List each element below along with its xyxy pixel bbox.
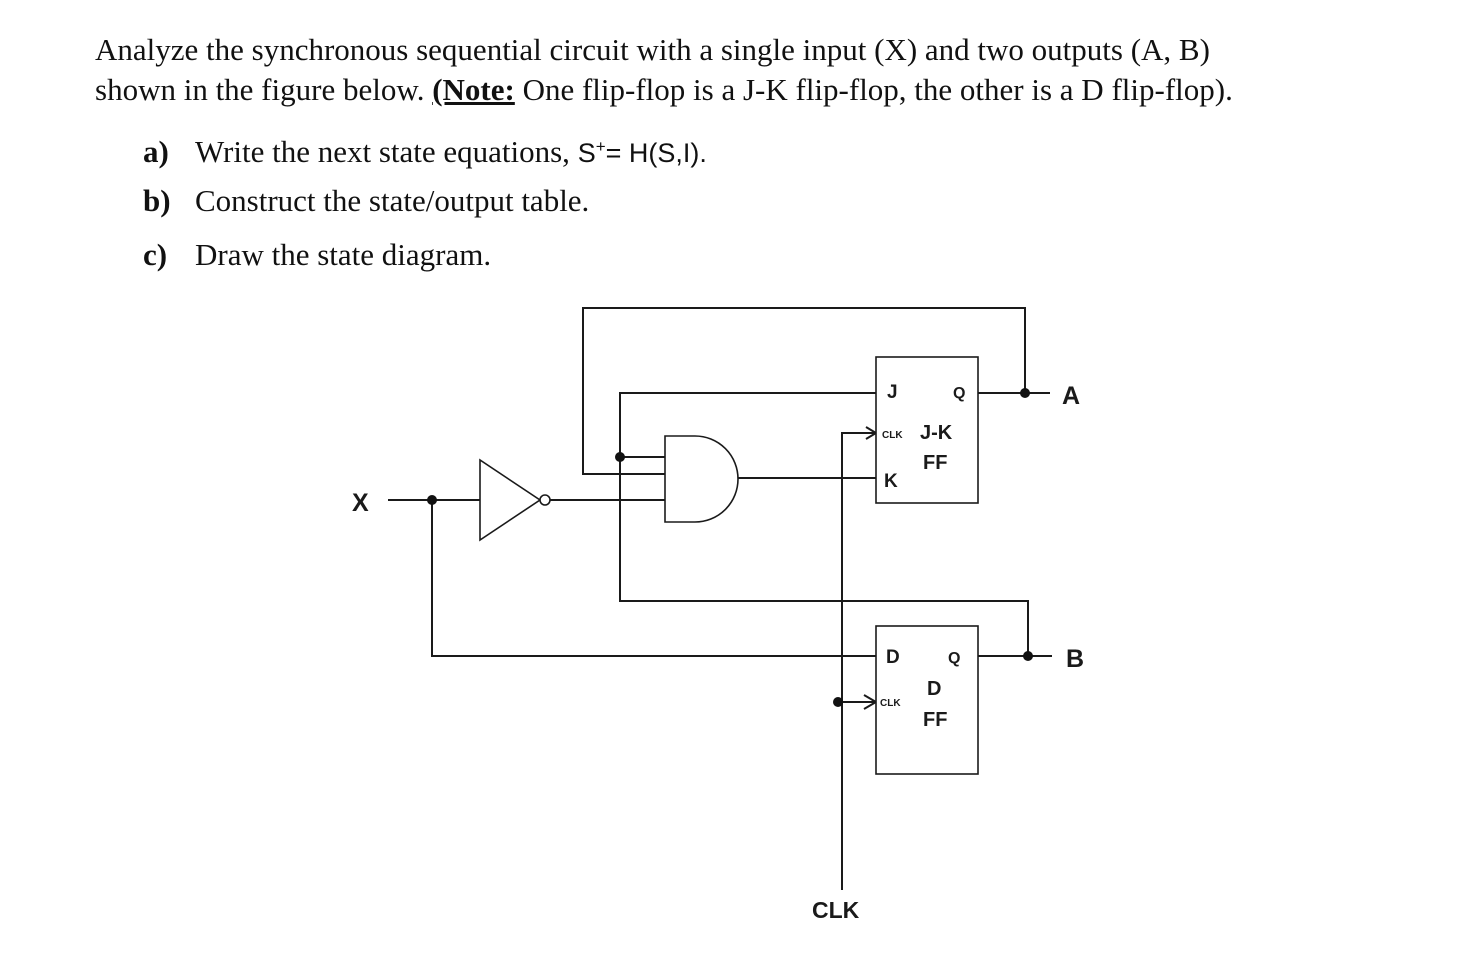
jk-j-label: J: [887, 382, 898, 403]
jk-ff-label: FF: [923, 452, 947, 474]
clock-label: CLK: [812, 897, 860, 923]
intro-line-2-before: shown in the figure below.: [95, 72, 425, 107]
d-flip-flop: D Q CLK D FF: [875, 625, 979, 775]
problem-statement: Analyze the synchronous sequential circu…: [95, 30, 1435, 110]
wires: [388, 307, 1052, 890]
jk-name-label: J-K: [920, 422, 953, 444]
part-text: Write the next state equations,: [195, 134, 578, 169]
part-text: Draw the state diagram.: [195, 237, 492, 272]
and-gate: [664, 435, 739, 523]
part-a: a) Write the next state equations, S+= H(…: [143, 127, 707, 181]
note-label: (Note:: [432, 72, 515, 107]
part-letter: a): [143, 134, 169, 169]
problem-intro: Analyze the synchronous sequential circu…: [95, 30, 1435, 110]
part-b: b) Construct the state/output table.: [143, 181, 707, 235]
output-b-label: B: [1066, 645, 1084, 673]
d-d-label: D: [886, 647, 900, 668]
jk-q-label: Q: [953, 385, 965, 402]
wire-b-feedback: [619, 392, 1029, 656]
jk-flip-flop: J Q CLK J-K FF K: [875, 356, 979, 504]
output-a-label: A: [1062, 382, 1080, 410]
part-c: c) Draw the state diagram.: [143, 235, 707, 289]
d-clk-label: CLK: [880, 698, 901, 709]
part-letter: b): [143, 183, 171, 218]
junction-b-out: [1023, 651, 1033, 661]
d-ff-label: FF: [923, 709, 947, 731]
jk-k-label: K: [884, 471, 898, 492]
junction-b: [615, 452, 625, 462]
d-name-label: D: [927, 678, 941, 700]
part-letter: c): [143, 237, 168, 272]
problem-parts: a) Write the next state equations, S+= H(…: [143, 127, 707, 289]
junction-dots: [427, 388, 1033, 707]
junction-a: [1020, 388, 1030, 398]
jk-clk-label: CLK: [882, 430, 903, 441]
part-text: Construct the state/output table.: [195, 183, 590, 218]
inverter-gate: [479, 458, 551, 542]
wire-clock: [841, 432, 876, 890]
wire-a-feedback: [582, 307, 1026, 475]
d-q-label: Q: [948, 650, 960, 667]
wire-x-to-d: [431, 500, 876, 657]
intro-line-1: Analyze the synchronous sequential circu…: [95, 32, 1210, 67]
junction-x: [427, 495, 437, 505]
next-state-equation: S+= H(S,I).: [577, 137, 707, 168]
junction-clk: [833, 697, 843, 707]
input-x-label: X: [352, 489, 369, 517]
intro-line-2-after: One flip-flop is a J-K flip-flop, the ot…: [522, 72, 1233, 107]
